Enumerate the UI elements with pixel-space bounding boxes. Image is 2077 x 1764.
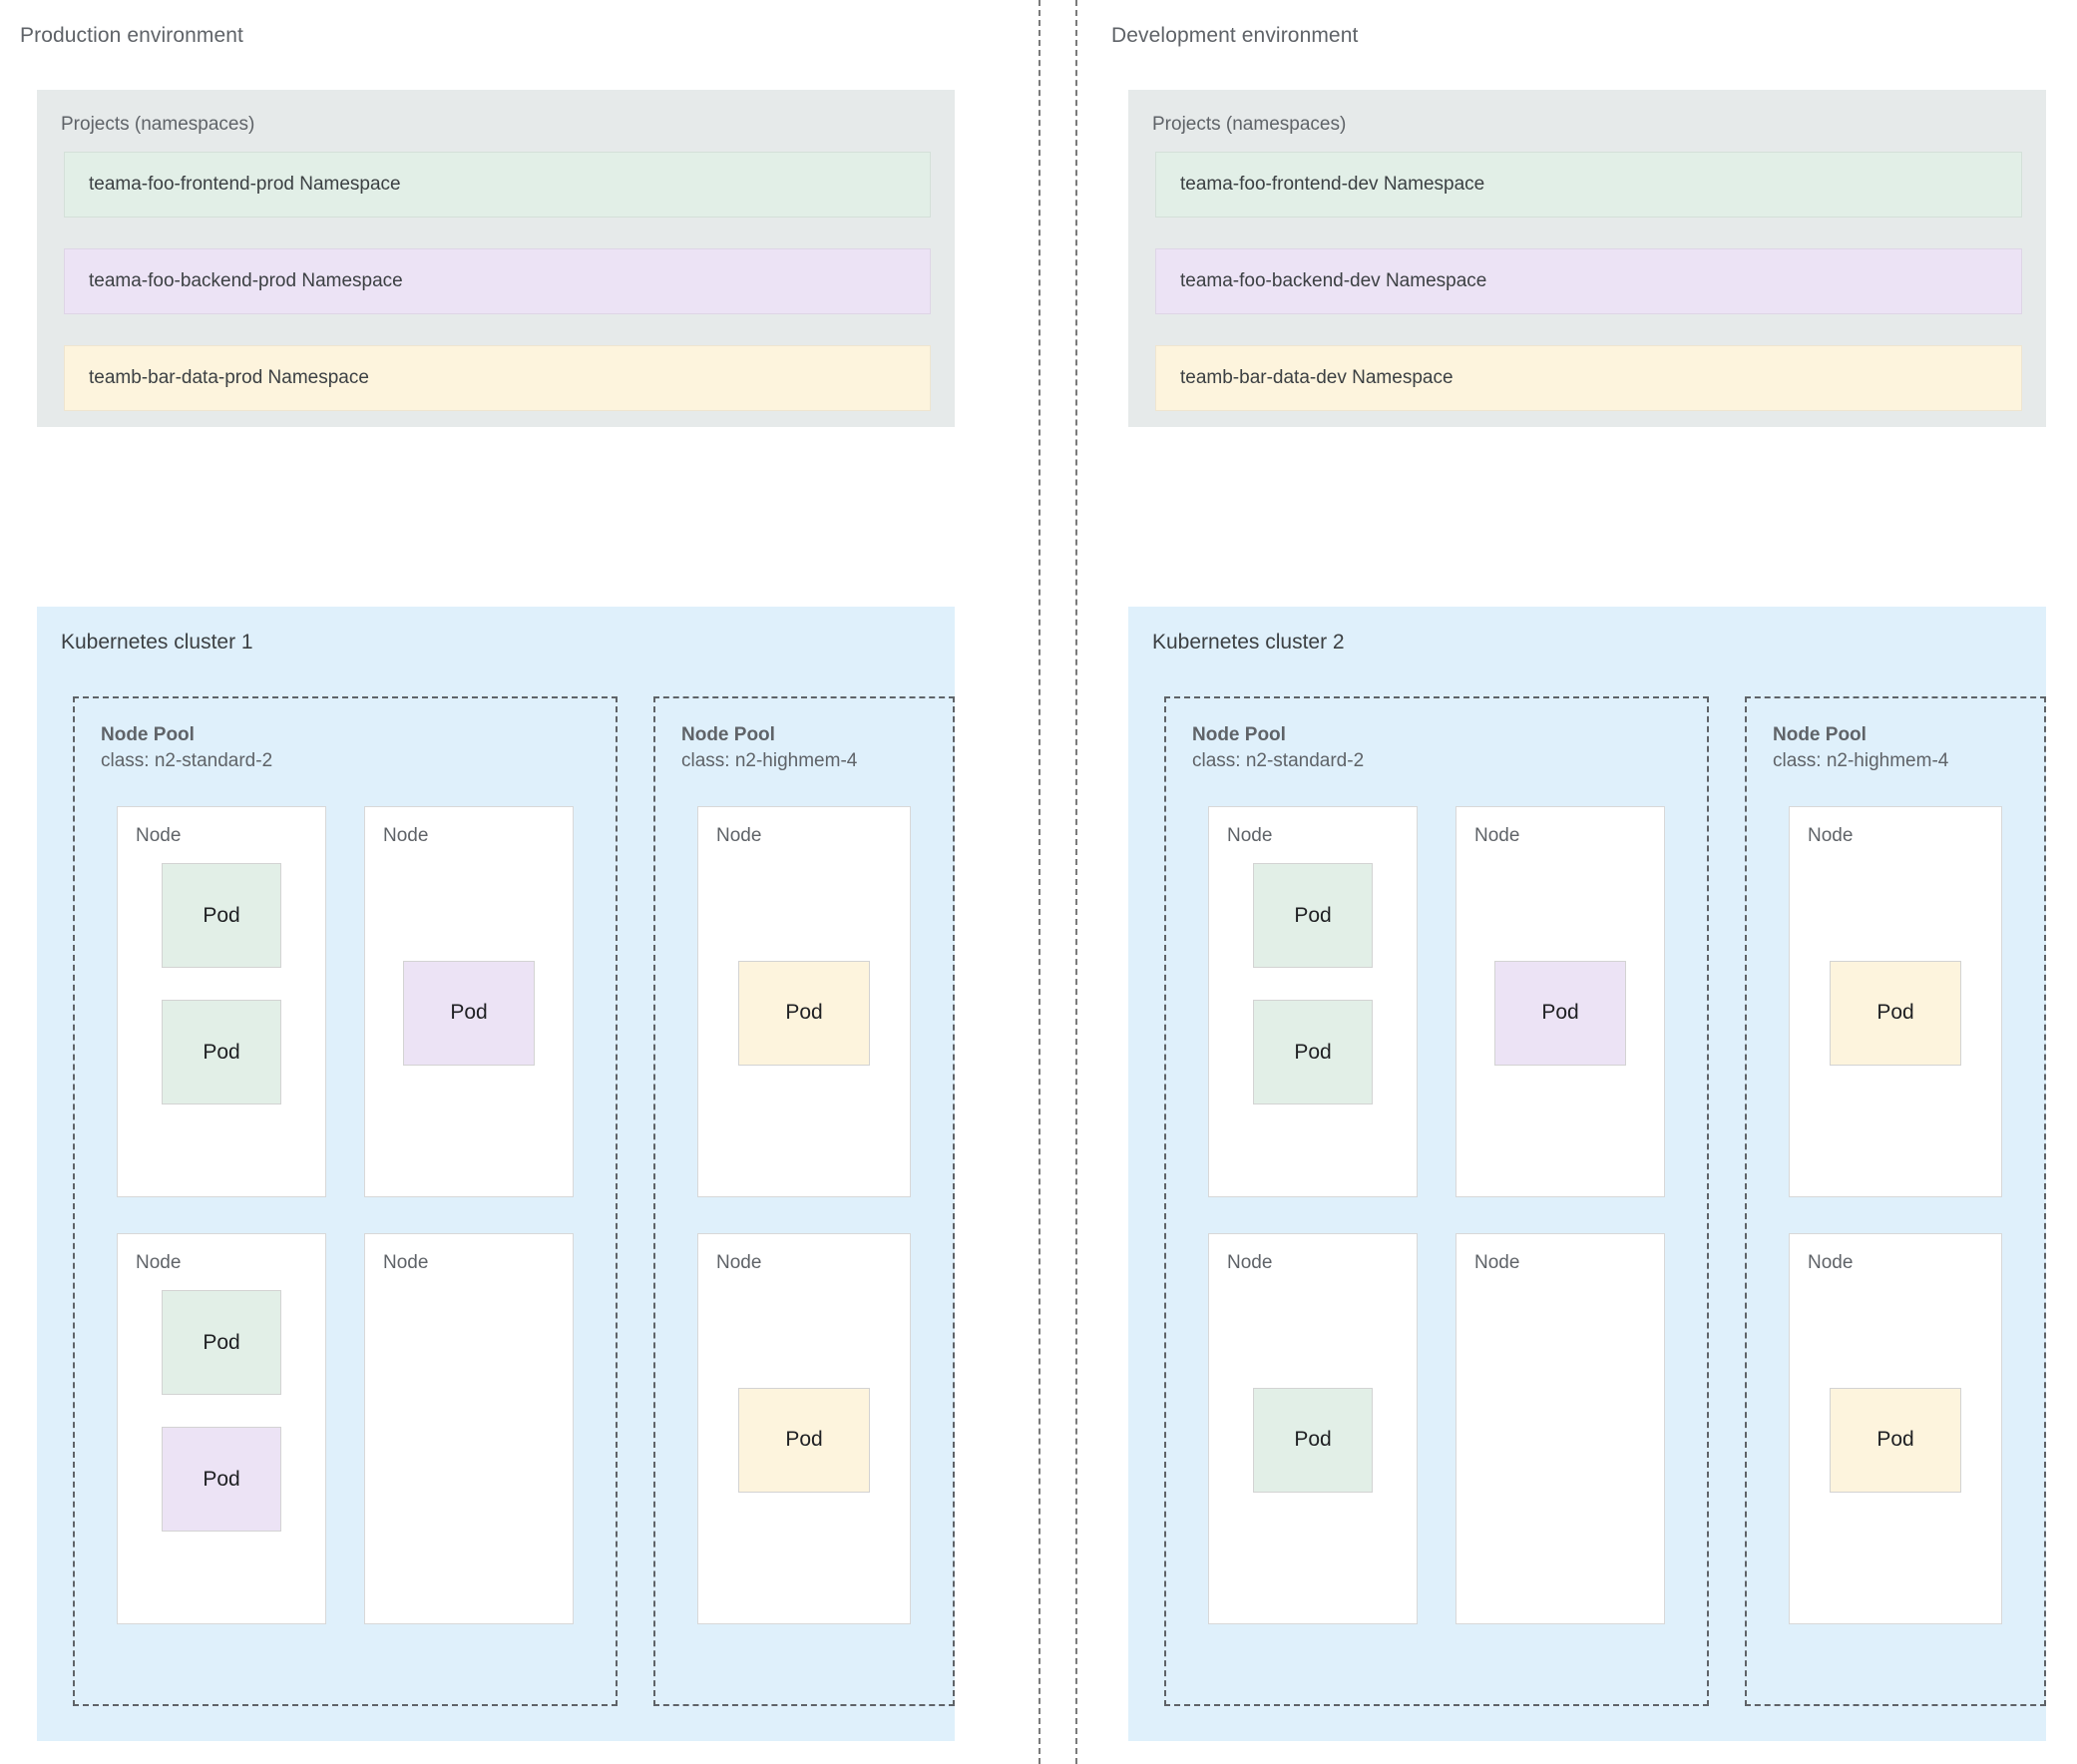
projects-panel-label: Projects (namespaces) [61, 114, 255, 135]
node-label: Node [383, 825, 429, 846]
node[interactable]: Node Pod [697, 806, 911, 1197]
node-pool-header: Node Pool class: n2-standard-2 [75, 722, 616, 773]
pod[interactable]: Pod [162, 863, 281, 968]
pod-area: Pod [1790, 1256, 2001, 1623]
pod[interactable]: Pod [162, 1290, 281, 1395]
pod-area: Pod Pod [118, 863, 325, 1196]
node-pool-highmem: Node Pool class: n2-highmem-4 Node Pod N… [1745, 696, 2046, 1706]
node[interactable]: Node [1455, 1233, 1665, 1624]
node[interactable]: Node Pod Pod [117, 806, 326, 1197]
projects-panel: Projects (namespaces) teama-foo-frontend… [1128, 90, 2046, 427]
node[interactable]: Node Pod [1208, 1233, 1418, 1624]
pod-area [365, 1290, 573, 1623]
pod[interactable]: Pod [1253, 1387, 1373, 1493]
node-label: Node [1227, 1252, 1273, 1273]
namespace-box[interactable]: teamb-bar-data-prod Namespace [64, 345, 931, 411]
pod-area: Pod Pod [1209, 863, 1417, 1196]
namespace-box[interactable]: teama-foo-frontend-dev Namespace [1155, 152, 2022, 218]
node-label: Node [716, 825, 762, 846]
node-label: Node [1808, 825, 1854, 846]
node-pool-class: class: n2-highmem-4 [1773, 749, 1949, 771]
node-pool-standard: Node Pool class: n2-standard-2 Node Pod … [1164, 696, 1709, 1706]
environment-development: Development environment Projects (namesp… [1091, 0, 2077, 1764]
node[interactable]: Node [364, 1233, 574, 1624]
node[interactable]: Node Pod [1789, 1233, 2002, 1624]
environment-production: Production environment Projects (namespa… [0, 0, 1008, 1764]
node-pool-header: Node Pool class: n2-highmem-4 [1747, 722, 2044, 773]
projects-panel: Projects (namespaces) teama-foo-frontend… [37, 90, 955, 427]
pod[interactable]: Pod [738, 1387, 870, 1493]
node-pool-class: class: n2-standard-2 [1192, 749, 1365, 771]
node-grid: Node Pod Pod Node Pod [1208, 806, 1665, 1662]
node-label: Node [136, 825, 182, 846]
node-pool-class: class: n2-standard-2 [101, 749, 273, 771]
pod[interactable]: Pod [162, 1000, 281, 1104]
node-label: Node [716, 1252, 762, 1273]
projects-panel-label: Projects (namespaces) [1152, 114, 1347, 135]
namespace-box[interactable]: teama-foo-frontend-prod Namespace [64, 152, 931, 218]
node-pool-name: Node Pool [681, 724, 775, 745]
node-pool-name: Node Pool [1773, 724, 1867, 745]
kubernetes-cluster-panel: Kubernetes cluster 2 Node Pool class: n2… [1128, 607, 2046, 1741]
node-pool-class: class: n2-highmem-4 [681, 749, 858, 771]
environment-divider-line-right [1075, 0, 1077, 1764]
environment-title: Development environment [1111, 24, 1359, 47]
pod-area: Pod Pod [118, 1290, 325, 1623]
node[interactable]: Node Pod [697, 1233, 911, 1624]
pod[interactable]: Pod [1830, 960, 1961, 1066]
node-label: Node [1474, 1252, 1520, 1273]
pod-area: Pod [698, 1256, 910, 1623]
pod[interactable]: Pod [1253, 863, 1373, 968]
node-label: Node [136, 1252, 182, 1273]
pod-area: Pod [1790, 829, 2001, 1196]
pod[interactable]: Pod [162, 1427, 281, 1532]
node-grid: Node Pod Pod Node Pod [117, 806, 574, 1662]
pod[interactable]: Pod [738, 960, 870, 1066]
node-pool-container: Node Pool class: n2-standard-2 Node Pod … [1164, 696, 2046, 1741]
namespace-box[interactable]: teama-foo-backend-prod Namespace [64, 248, 931, 314]
pod[interactable]: Pod [1494, 960, 1626, 1066]
environment-title: Production environment [20, 24, 243, 47]
pod-area [1456, 1290, 1664, 1623]
cluster-title: Kubernetes cluster 2 [1152, 631, 1345, 654]
namespace-list: teama-foo-frontend-dev Namespace teama-f… [1155, 152, 2022, 411]
environment-divider-line-left [1038, 0, 1040, 1764]
node-pool-header: Node Pool class: n2-highmem-4 [655, 722, 953, 773]
kubernetes-cluster-panel: Kubernetes cluster 1 Node Pool class: n2… [37, 607, 955, 1741]
node-label: Node [1227, 825, 1273, 846]
node-pool-standard: Node Pool class: n2-standard-2 Node Pod … [73, 696, 618, 1706]
node-label: Node [1808, 1252, 1854, 1273]
pod[interactable]: Pod [1253, 1000, 1373, 1104]
node[interactable]: Node Pod [364, 806, 574, 1197]
node-label: Node [1474, 825, 1520, 846]
pod-area: Pod [1456, 829, 1664, 1196]
node[interactable]: Node Pod Pod [1208, 806, 1418, 1197]
node-pool-name: Node Pool [1192, 724, 1286, 745]
node[interactable]: Node Pod Pod [117, 1233, 326, 1624]
pod-area: Pod [698, 829, 910, 1196]
namespace-box[interactable]: teama-foo-backend-dev Namespace [1155, 248, 2022, 314]
node-grid: Node Pod Node Pod [1789, 806, 2002, 1662]
node[interactable]: Node Pod [1455, 806, 1665, 1197]
cluster-title: Kubernetes cluster 1 [61, 631, 253, 654]
node-pool-name: Node Pool [101, 724, 195, 745]
pod-area: Pod [1209, 1256, 1417, 1623]
node-pool-container: Node Pool class: n2-standard-2 Node Pod … [73, 696, 955, 1741]
pod[interactable]: Pod [1830, 1387, 1961, 1493]
node-pool-header: Node Pool class: n2-standard-2 [1166, 722, 1707, 773]
node-grid: Node Pod Node Pod [697, 806, 911, 1662]
namespace-list: teama-foo-frontend-prod Namespace teama-… [64, 152, 931, 411]
node[interactable]: Node Pod [1789, 806, 2002, 1197]
node-label: Node [383, 1252, 429, 1273]
pod-area: Pod [365, 829, 573, 1196]
pod[interactable]: Pod [403, 960, 535, 1066]
node-pool-highmem: Node Pool class: n2-highmem-4 Node Pod N… [653, 696, 955, 1706]
namespace-box[interactable]: teamb-bar-data-dev Namespace [1155, 345, 2022, 411]
